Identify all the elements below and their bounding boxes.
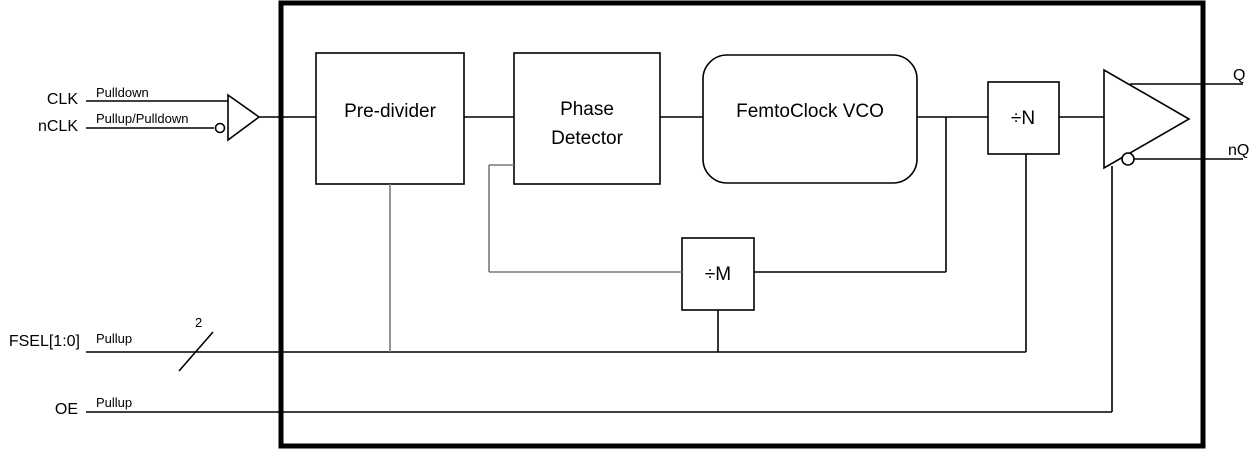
bus-width-label: 2 — [195, 315, 202, 330]
output-buffer — [1103, 68, 1191, 170]
nq-inversion-bubble — [1121, 152, 1135, 166]
clk-pin-label: CLK — [47, 91, 78, 108]
div-n-label: ÷N — [1011, 108, 1035, 129]
phase-detector-label-line2: Detector — [551, 128, 623, 149]
nq-output-label: nQ — [1228, 142, 1249, 159]
oe-pin-label: OE — [55, 401, 78, 418]
vco-block — [702, 54, 918, 184]
phase-detector-block — [513, 52, 661, 185]
nclk-inversion-bubble — [214, 122, 226, 134]
chip-outline — [278, 0, 1206, 449]
fsel-pin-label: FSEL[1:0] — [9, 333, 80, 350]
phase-detector-label-line1: Phase — [560, 99, 614, 120]
div-n-block — [987, 81, 1060, 155]
nclk-pin-label: nCLK — [38, 118, 78, 135]
oe-pin-attribute: Pullup — [96, 395, 132, 410]
nclk-pin-attribute: Pullup/Pulldown — [96, 111, 189, 126]
predivider-label: Pre-divider — [344, 101, 437, 122]
fsel-pin-attribute: Pullup — [96, 331, 132, 346]
input-buffer — [227, 93, 261, 142]
div-m-label: ÷M — [705, 264, 731, 285]
q-output-label: Q — [1233, 67, 1245, 84]
clk-pin-attribute: Pulldown — [96, 85, 149, 100]
vco-label: FemtoClock VCO — [736, 101, 884, 122]
bus-width-slash — [178, 331, 214, 372]
